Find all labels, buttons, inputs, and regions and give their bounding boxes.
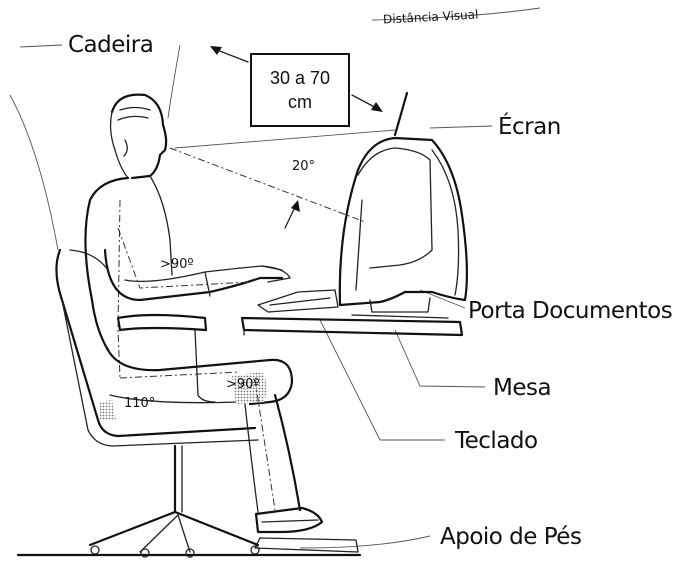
seated-person: [84, 93, 324, 534]
apoio-de-pes-label: Apoio de Pés: [440, 524, 582, 550]
angle-hip-label: 110°: [124, 396, 156, 411]
distance-arrows: [210, 46, 383, 229]
desk: [240, 316, 464, 337]
hip-shading: [100, 400, 116, 420]
teclado-label: Teclado: [455, 428, 538, 454]
distance-value-line1: 30 a 70: [269, 67, 331, 88]
angle-elbow-label: >90º: [160, 257, 194, 272]
distance-value-line2: cm: [288, 92, 312, 112]
keyboard: [257, 289, 339, 313]
mesa-label: Mesa: [493, 375, 552, 401]
monitor: [338, 136, 469, 319]
sight-line-upper: [174, 129, 396, 149]
sight-line: [169, 147, 366, 223]
angle-knee-label: >90º: [226, 377, 260, 392]
screen-top-marker: [393, 91, 409, 137]
ecran-label: Écran: [498, 114, 561, 140]
cadeira-label: Cadeira: [68, 32, 154, 58]
angle-screen-label: 20°: [292, 159, 316, 174]
porta-documentos-label: Porta Documentos: [468, 298, 673, 324]
foot-rest: [254, 537, 359, 553]
label-leader-lines: [9, 7, 541, 549]
chair: [55, 248, 260, 558]
distance-value-box: 30 a 70 cm: [250, 53, 350, 127]
